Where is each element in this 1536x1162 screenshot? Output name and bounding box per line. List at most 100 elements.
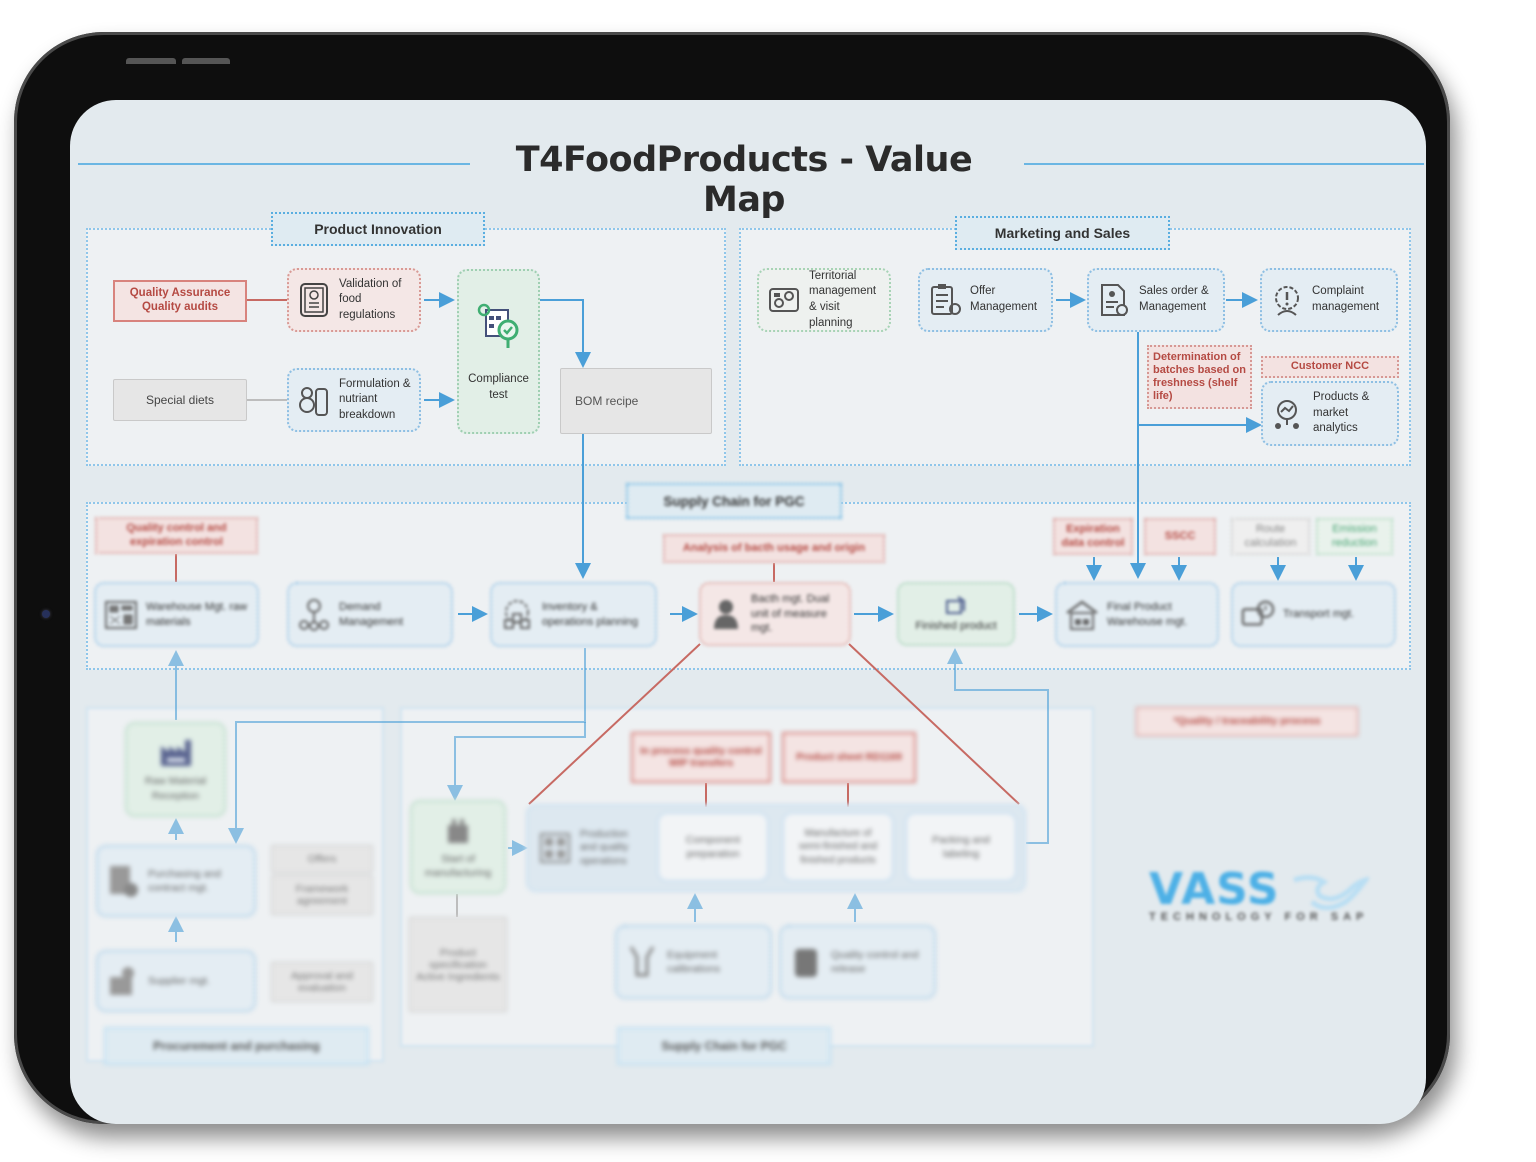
logo-swirl-icon xyxy=(1292,874,1369,910)
supplier-icon xyxy=(106,964,140,998)
node-label: Finished product xyxy=(915,619,997,632)
component-preparation-node[interactable]: Component preparation xyxy=(657,812,769,882)
node-label: Formulation & nutriant breakdown xyxy=(339,377,411,421)
finished-product-icon xyxy=(939,595,973,615)
validation-food-regulations-node[interactable]: Validation of food regulations xyxy=(287,268,421,332)
warehouse-house-icon xyxy=(1065,598,1099,632)
warehouse-raw-materials-node[interactable]: Warehouse Mgt. raw materials xyxy=(94,582,259,647)
bom-recipe-document: BOM recipe xyxy=(560,368,712,434)
formulation-node[interactable]: Formulation & nutriant breakdown xyxy=(287,368,421,432)
node-label: Offer Management xyxy=(970,285,1038,313)
determination-batches-note: Determination of batches based on freshn… xyxy=(1147,345,1252,409)
territorial-management-node[interactable]: Territorial management & visit planning xyxy=(757,268,891,332)
vass-logo: VASS TECHNOLOGY FOR SAP xyxy=(1149,864,1369,923)
camera-icon xyxy=(42,610,50,618)
final-warehouse-node[interactable]: Final Product Warehouse mgt. xyxy=(1055,582,1219,647)
clipboard-offer-icon xyxy=(928,283,962,317)
complaint-management-node[interactable]: Complaint management xyxy=(1260,268,1398,332)
logo-word: VASS xyxy=(1149,864,1280,915)
warehouse-grid-icon xyxy=(104,598,138,632)
start-manufacturing-node[interactable]: Start of manufacturing xyxy=(410,800,506,894)
product-sheet-note: Product sheet RD1169 xyxy=(782,732,916,783)
finished-product-node[interactable]: Finished product xyxy=(897,582,1015,646)
calibration-tool-icon xyxy=(625,945,659,979)
quality-assurance-note: Quality Assurance Quality audits xyxy=(113,280,247,322)
node-label: Transport mgt. xyxy=(1283,608,1355,621)
products-market-analytics-node[interactable]: Products & market analytics xyxy=(1261,381,1399,446)
transport-management-node[interactable]: Transport mgt. xyxy=(1231,582,1396,647)
qc-expiration-note: Quality control and expiration control xyxy=(95,517,258,554)
node-label: Start of manufacturing xyxy=(424,852,492,879)
production-quality-operations-node[interactable]: Production and quality operations xyxy=(530,810,652,886)
node-label: Final Product Warehouse mgt. xyxy=(1107,600,1188,628)
release-container-icon xyxy=(789,945,823,979)
map-planning-icon xyxy=(767,283,801,317)
node-label: Supplier mgt. xyxy=(148,974,210,987)
node-label: Bacth mgt. Dual unit of measure mgt. xyxy=(751,592,830,635)
volume-button xyxy=(126,58,176,64)
route-calculation-note: Route calculation xyxy=(1231,518,1310,555)
emission-reduction-note: Emission reduction xyxy=(1316,518,1393,555)
analytics-icon xyxy=(1271,397,1305,431)
connector-lines xyxy=(168,292,1364,942)
semi-finished-manufacture-node[interactable]: Manufacture of semi-finished and finishe… xyxy=(782,812,894,882)
node-label: Territorial management & visit planning xyxy=(809,269,877,329)
supplier-management-node[interactable]: Supplier mgt. xyxy=(96,950,256,1012)
tablet-screen: T4FoodProducts - Value Map Product Innov… xyxy=(70,100,1426,1124)
node-label: Purchasing and contract mgt. xyxy=(148,867,221,894)
equipment-calibrations-node[interactable]: Equipment calibrations xyxy=(615,925,772,999)
node-label: Compliance test xyxy=(468,372,529,401)
expiration-control-note: Expiration data control xyxy=(1053,518,1133,555)
framework-agreement-box: Framework agreement xyxy=(271,875,373,915)
title-rule-right xyxy=(1024,163,1424,165)
analysis-batch-note: Analysis of bacth usage and origin xyxy=(663,534,885,563)
production-grid-icon xyxy=(538,831,572,865)
qc-release-node[interactable]: Quality control and release xyxy=(779,925,936,999)
approval-evaluation-box: Approval and evaluation xyxy=(271,962,373,1002)
sales-order-node[interactable]: Sales order & Management xyxy=(1087,268,1225,332)
compliance-check-icon xyxy=(474,300,524,350)
delivery-clock-icon xyxy=(1241,598,1275,632)
purchase-document-icon xyxy=(106,864,140,898)
demand-management-node[interactable]: Demand Management xyxy=(287,582,453,647)
title-rule-left xyxy=(78,163,470,165)
person-badge-icon xyxy=(709,597,743,631)
quality-traceability-legend: *Quality / traceability process xyxy=(1136,707,1358,736)
sscc-note: SSCC xyxy=(1144,518,1216,555)
node-label: Validation of food regulations xyxy=(339,277,402,321)
compliance-test-node[interactable]: Compliance test xyxy=(457,269,540,434)
section-label-supply-chain: Supply Chain for PGC xyxy=(626,483,842,519)
complaint-gear-icon xyxy=(1270,283,1304,317)
node-label: Warehouse Mgt. raw materials xyxy=(146,600,248,628)
special-diets-box: Special diets xyxy=(113,379,247,421)
batch-management-node[interactable]: Bacth mgt. Dual unit of measure mgt. xyxy=(699,582,851,646)
node-label: Demand Management xyxy=(339,600,404,628)
packing-labeling-node[interactable]: Packing and labeling xyxy=(905,812,1017,882)
section-label-product-innovation: Product Innovation xyxy=(271,212,485,246)
factory-icon xyxy=(159,736,193,770)
node-label: Raw Material Reception xyxy=(144,775,207,802)
node-label: Products & market analytics xyxy=(1313,391,1370,435)
section-label-manufacturing: Supply Chain for PGC xyxy=(617,1027,831,1065)
purchasing-contract-node[interactable]: Purchasing and contract mgt. xyxy=(96,845,256,917)
volume-button xyxy=(182,58,230,64)
offer-management-node[interactable]: Offer Management xyxy=(918,268,1053,332)
customer-ncc-note: Customer NCC xyxy=(1261,356,1399,378)
inventory-gear-icon xyxy=(500,598,534,632)
in-process-qc-note: In process quality control WIP transfers xyxy=(631,732,771,783)
logo-tagline: TECHNOLOGY FOR SAP xyxy=(1149,911,1369,923)
product-specification-document: Product specification Active Ingredients xyxy=(409,917,507,1012)
raw-material-reception-node[interactable]: Raw Material Reception xyxy=(125,722,226,817)
node-label: Quality control and release xyxy=(831,948,919,975)
node-label: Sales order & Management xyxy=(1139,285,1209,313)
node-label: Production and quality operations xyxy=(580,828,629,867)
inventory-planning-node[interactable]: Inventory & operations planning xyxy=(490,582,657,647)
demand-people-icon xyxy=(297,598,331,632)
page-title: T4FoodProducts - Value Map xyxy=(515,140,973,220)
node-label: Inventory & operations planning xyxy=(542,600,639,628)
section-label-procurement: Procurement and purchasing xyxy=(104,1027,369,1065)
sales-document-icon xyxy=(1097,283,1131,317)
checklist-icon xyxy=(297,283,331,317)
ingredients-icon xyxy=(297,383,331,417)
section-label-marketing-sales: Marketing and Sales xyxy=(955,216,1170,250)
